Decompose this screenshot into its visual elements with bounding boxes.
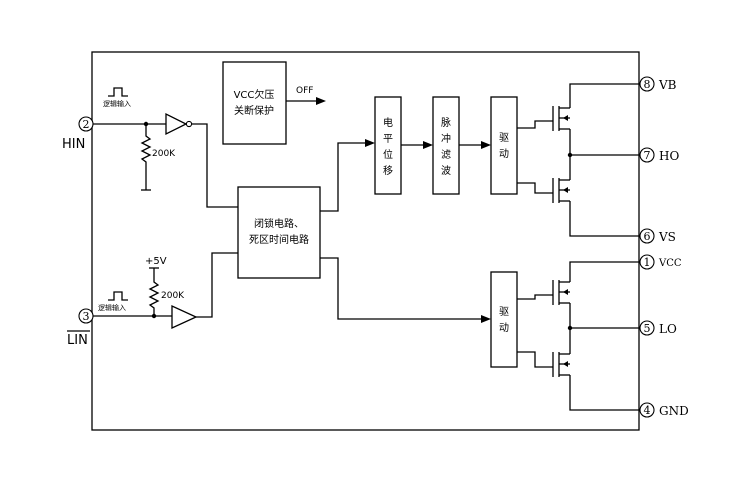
low-side-lower-mosfet <box>552 352 570 377</box>
pin-lin-name: LIN <box>67 333 88 348</box>
high-driver-char-1: 驱 <box>499 132 509 144</box>
vs-rail <box>569 201 640 237</box>
pin-vb-name: VB <box>658 78 677 92</box>
pin-lin-number: 3 <box>83 310 90 323</box>
latch-to-levelshift-arrowhead <box>365 139 375 147</box>
hin-inverter-bubble <box>185 120 193 128</box>
high-driver-to-bottom-gate <box>517 182 553 194</box>
lin-to-latch-wire <box>196 252 238 318</box>
latch-label-line2: 死区时间电路 <box>249 233 309 246</box>
uvlo-off-arrowhead <box>316 97 326 105</box>
pin-ho-name: HO <box>659 149 679 163</box>
uvlo-off-label: OFF <box>296 86 313 96</box>
gnd-rail <box>569 375 640 411</box>
pulse-filter-char-1: 脉 <box>441 116 451 129</box>
pin-hin-name: HIN <box>62 137 85 152</box>
pulse-filter-char-3: 滤 <box>441 148 451 161</box>
lin-logic-input-label: 逻辑输入 <box>98 303 126 312</box>
hin-logic-pulse-icon <box>108 87 128 97</box>
pin-vs-name: VS <box>658 230 676 244</box>
pulse-filter-char-4: 波 <box>441 164 451 177</box>
low-driver-char-1: 驱 <box>499 306 509 318</box>
uvlo-label-line1: VCC欠压 <box>234 88 275 101</box>
level-shift-char-1: 电 <box>383 116 393 129</box>
lin-pullup-resistor <box>148 268 160 316</box>
pulse-filter-char-2: 冲 <box>441 132 451 145</box>
pin-hin-number: 2 <box>83 118 90 131</box>
hin-pulldown-resistor <box>140 124 152 190</box>
uvlo-block <box>222 61 287 145</box>
filter-to-driver-arrowhead <box>481 141 491 149</box>
latch-to-lowdriver-arrowhead <box>481 315 491 323</box>
level-shift-block <box>374 96 402 195</box>
pin-vcc-number: 1 <box>644 256 651 269</box>
latch-label-line1: 闭锁电路、 <box>254 217 304 230</box>
vb-rail <box>569 83 640 108</box>
low-side-upper-mosfet <box>552 280 570 305</box>
high-side-driver-block <box>490 96 518 195</box>
pin-vb-number: 8 <box>644 78 651 91</box>
level-shift-char-2: 平 <box>383 134 393 145</box>
chip-outline <box>91 51 640 431</box>
pin-vcc: 1 VCC <box>639 254 682 270</box>
pin-gnd-name: GND <box>659 404 689 418</box>
hin-inverter-buffer <box>165 112 188 136</box>
supply-5v-label: +5V <box>145 256 167 267</box>
hin-to-latch-wire <box>192 123 238 208</box>
pin-lo: 5 LO <box>639 320 677 336</box>
low-driver-to-top-gate <box>517 294 553 300</box>
lin-logic-pulse-icon <box>108 291 128 301</box>
pin-lo-number: 5 <box>644 322 651 335</box>
low-driver-char-2: 动 <box>499 322 509 334</box>
level-shift-char-3: 位 <box>383 148 393 161</box>
pulse-filter-block <box>432 96 460 195</box>
lin-buffer <box>171 304 198 330</box>
latch-deadtime-block <box>237 186 321 279</box>
pin-ho-number: 7 <box>644 149 651 162</box>
high-side-upper-mosfet <box>552 106 570 131</box>
pin-ho: 7 HO <box>639 147 679 163</box>
low-driver-to-bottom-gate <box>517 351 553 368</box>
ho-junction-dot <box>567 152 573 158</box>
hin-resistor-value: 200K <box>152 149 176 159</box>
levelshift-to-filter-arrowhead <box>423 141 433 149</box>
lo-junction-dot <box>567 325 573 331</box>
pin-vb: 8 VB <box>639 76 677 92</box>
pin-vs-number: 6 <box>644 230 651 243</box>
pin-gnd-number: 4 <box>644 404 651 417</box>
pin-vcc-name: VCC <box>658 258 682 269</box>
latch-to-lowdriver-wire <box>320 257 482 320</box>
low-side-driver-block <box>490 271 518 368</box>
uvlo-label-line2: 关断保护 <box>234 104 274 117</box>
high-driver-to-top-gate <box>517 120 553 129</box>
latch-to-levelshift-wire <box>320 142 366 212</box>
pin-vs: 6 VS <box>639 228 676 244</box>
high-driver-char-2: 动 <box>499 148 509 160</box>
pin-gnd: 4 GND <box>639 402 689 418</box>
pin-lo-name: LO <box>659 322 677 336</box>
hin-logic-input-label: 逻辑输入 <box>103 99 131 108</box>
level-shift-char-4: 移 <box>383 164 393 177</box>
lin-resistor-value: 200K <box>161 291 185 301</box>
vcc-rail <box>569 261 640 282</box>
high-side-lower-mosfet <box>552 178 570 203</box>
